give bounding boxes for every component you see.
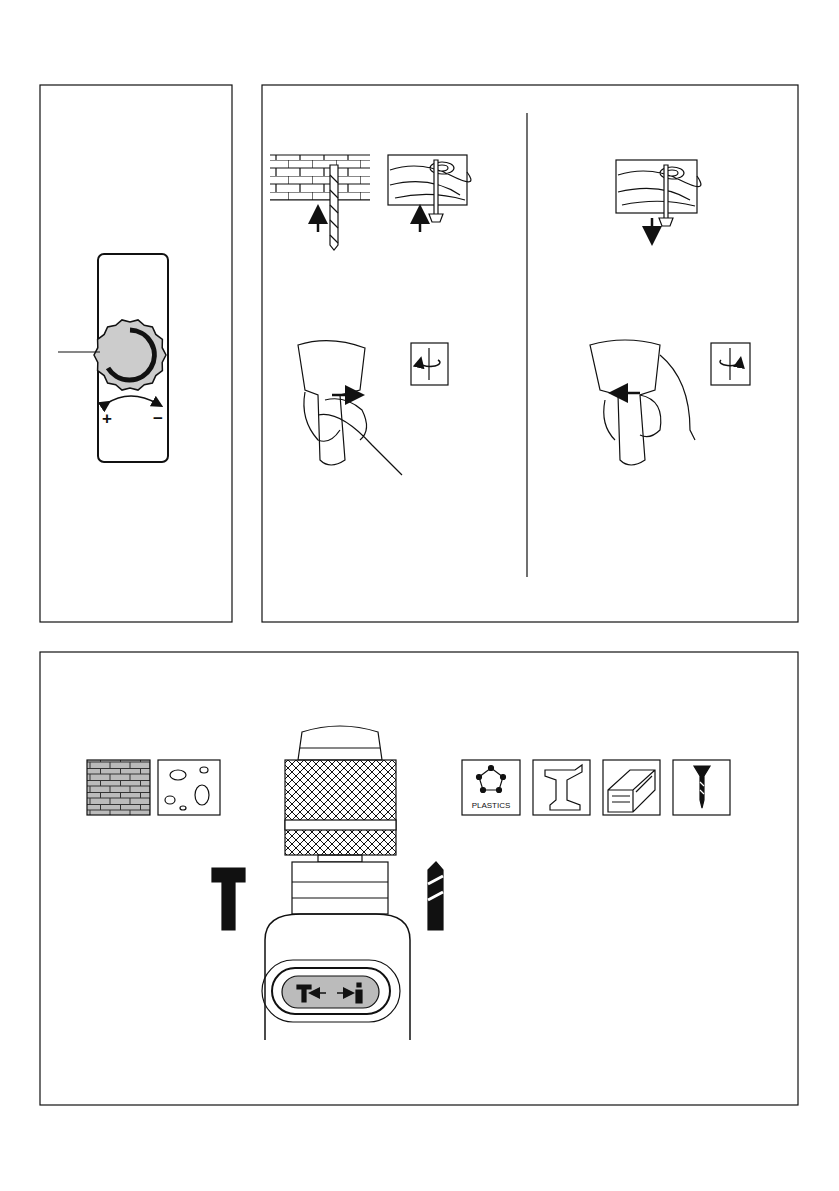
icon-label: PLASTICS [472, 802, 511, 810]
minus-sign: − [153, 410, 163, 427]
plus-sign: + [102, 410, 112, 427]
